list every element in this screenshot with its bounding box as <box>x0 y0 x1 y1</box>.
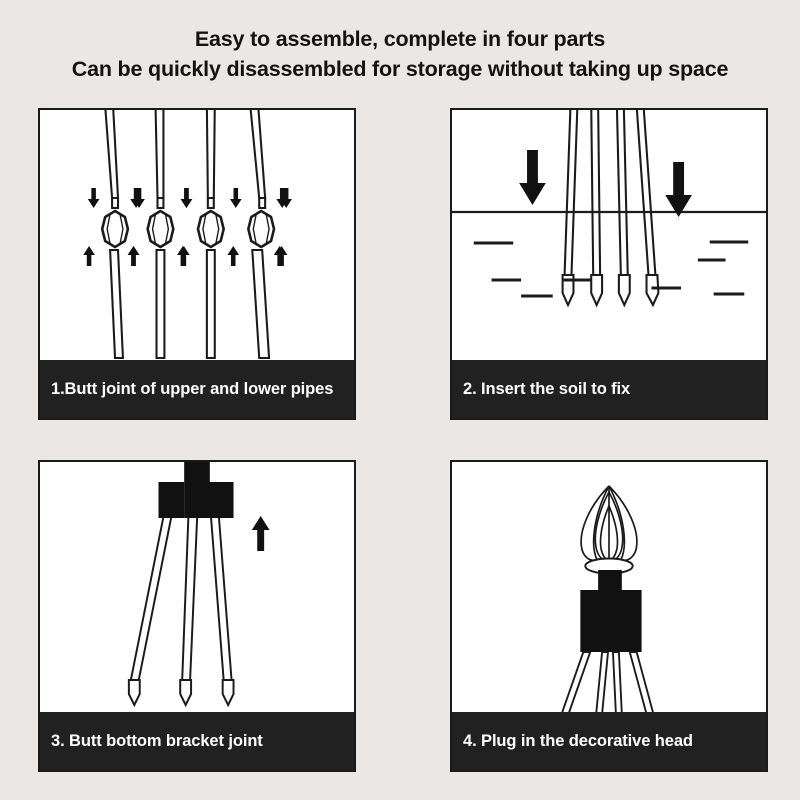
caption-step-4: 4. Plug in the decorative head <box>452 712 766 770</box>
illustration-decorative-head <box>452 462 766 716</box>
header-line-1: Easy to assemble, complete in four parts <box>194 27 606 51</box>
up-arrow-group <box>83 246 288 266</box>
soil-dash-group <box>473 240 749 298</box>
caption-step-3: 3. Butt bottom bracket joint <box>40 712 354 770</box>
decorative-finial-shape <box>580 485 638 562</box>
illustration-bottom-bracket-joint <box>40 462 354 716</box>
panel-grid: 1.Butt joint of upper and lower pipes <box>38 108 768 776</box>
header-text-block: Easy to assemble, complete in four parts… <box>0 0 800 84</box>
up-arrow-indicator <box>251 516 270 551</box>
caption-step-1: 1.Butt joint of upper and lower pipes <box>40 360 354 418</box>
caption-step-2: 2. Insert the soil to fix <box>452 360 766 418</box>
bracket-block-group <box>580 570 642 652</box>
caption-text-step-4: 4. Plug in the decorative head <box>463 731 693 750</box>
panel-step-1: 1.Butt joint of upper and lower pipes <box>38 108 356 420</box>
panel-step-4: 4. Plug in the decorative head <box>450 460 768 772</box>
illustration-butt-joint-pipes <box>40 110 354 364</box>
down-arrow-group <box>87 188 292 208</box>
down-arrow-group <box>519 150 692 217</box>
bracket-block-group <box>158 462 234 518</box>
caption-text-step-3: 3. Butt bottom bracket joint <box>51 731 263 750</box>
header-line-2: Can be quickly disassembled for storage … <box>71 57 729 81</box>
illustration-insert-into-soil <box>452 110 766 364</box>
panel-step-2: 2. Insert the soil to fix <box>450 108 768 420</box>
caption-text-step-2: 2. Insert the soil to fix <box>463 379 631 398</box>
panel-step-3: 3. Butt bottom bracket joint <box>38 460 356 772</box>
caption-text-step-1: 1.Butt joint of upper and lower pipes <box>51 379 334 398</box>
